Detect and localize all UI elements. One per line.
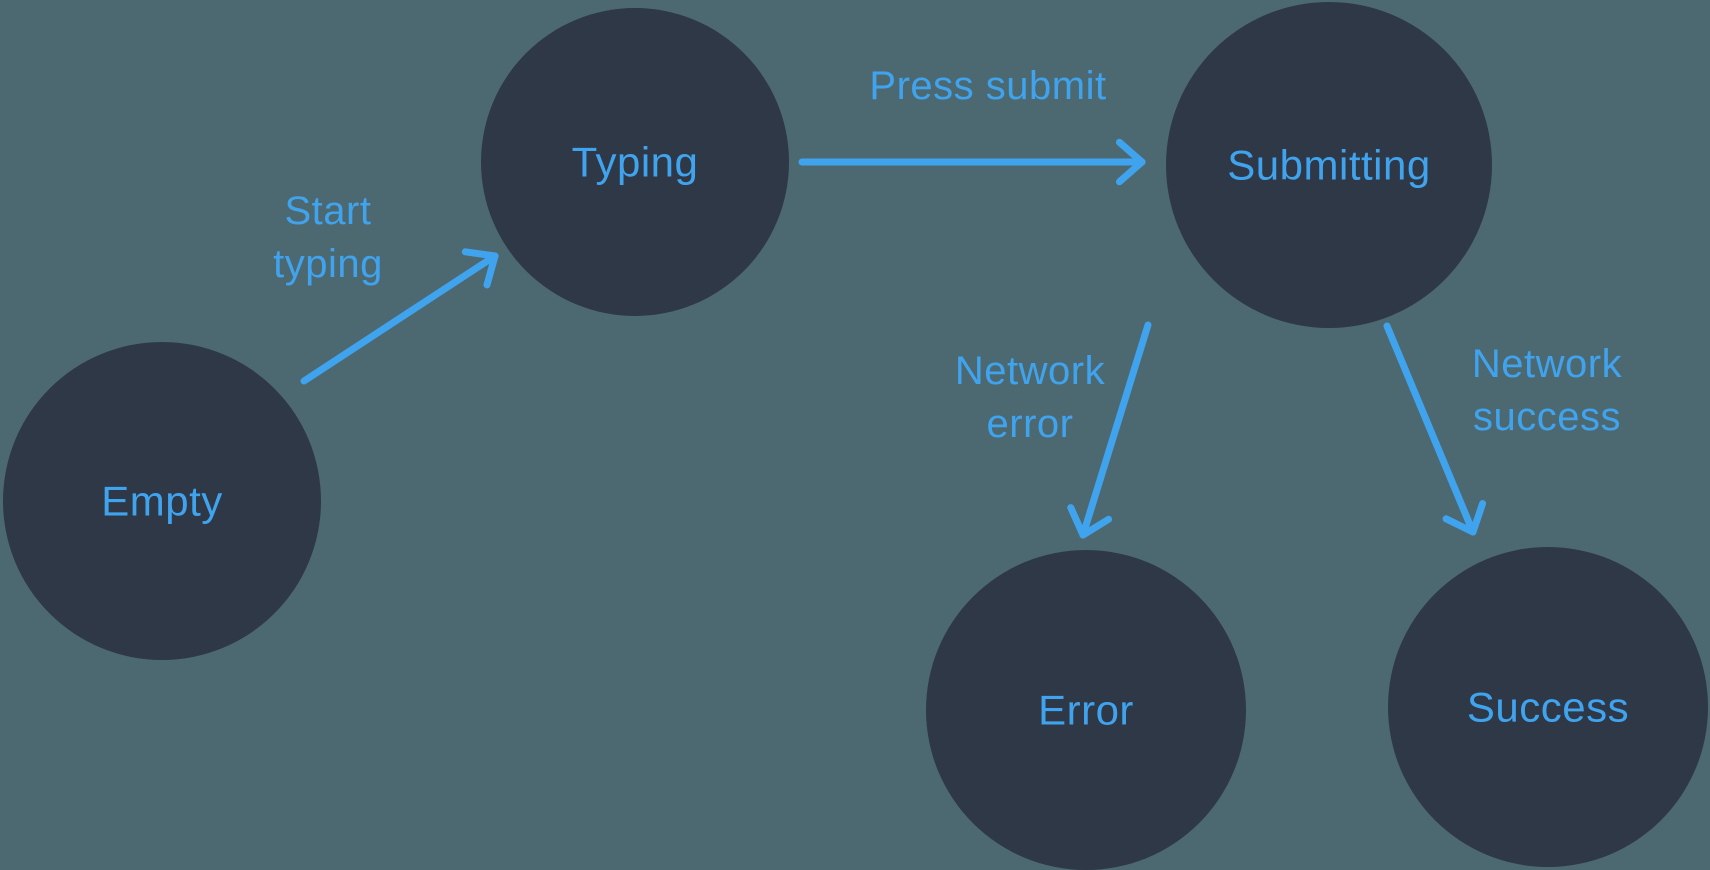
transition-label-network-success-line-2: success	[1473, 395, 1621, 439]
state-node-success	[1388, 547, 1708, 867]
state-label-success: Success	[1467, 684, 1629, 731]
transition-arrow-start-typing	[300, 252, 499, 385]
transition-label-start-typing-line-2: typing	[273, 242, 383, 286]
state-label-empty: Empty	[101, 478, 223, 525]
transition-arrow-network-success	[1383, 322, 1477, 536]
transition-label-press-submit-line-1: Press submit	[869, 64, 1106, 108]
arrowhead-start-typing-icon	[483, 252, 499, 289]
state-node-submitting	[1166, 2, 1492, 328]
transition-label-network-error-line-1: Network	[955, 349, 1106, 393]
state-label-typing: Typing	[572, 139, 699, 186]
state-node-typing	[481, 8, 789, 316]
arrowhead-press-submit-icon	[1115, 138, 1146, 166]
arrowhead-start-typing-icon	[461, 248, 499, 260]
transition-label-network-success-line-1: Network	[1472, 342, 1623, 386]
arrowhead-network-error-icon	[1067, 504, 1087, 539]
arrowhead-network-success-icon	[1469, 500, 1487, 536]
state-label-error: Error	[1038, 687, 1134, 734]
state-label-submitting: Submitting	[1227, 142, 1430, 189]
transition-label-network-error-line-2: error	[987, 402, 1074, 446]
transition-label-start-typing-line-1: Start	[285, 189, 372, 233]
state-node-empty	[3, 342, 321, 660]
arrowhead-press-submit-icon	[1115, 158, 1146, 186]
transition-arrow-network-error	[1079, 321, 1152, 539]
arrowhead-network-error-icon	[1079, 515, 1113, 539]
state-node-error	[926, 550, 1246, 870]
arrowhead-network-success-icon	[1442, 515, 1477, 536]
